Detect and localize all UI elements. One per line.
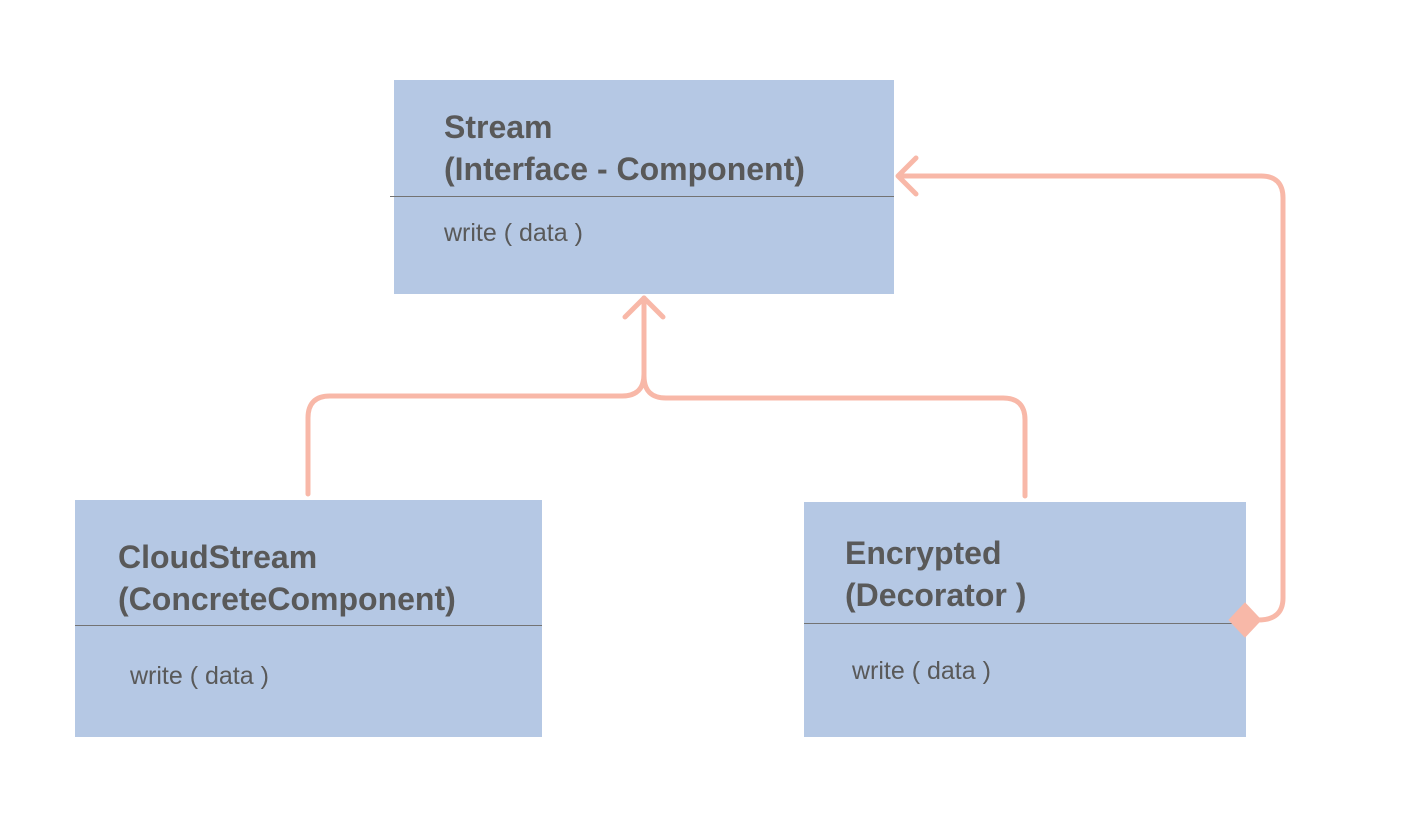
cloudstream-box[interactable]: CloudStream (ConcreteComponent) write ( …: [75, 500, 542, 737]
aggregation-line[interactable]: [897, 173, 1286, 623]
stream-divider: [390, 196, 894, 197]
encrypted-method: write ( data ): [852, 657, 991, 685]
encrypted-title: Encrypted (Decorator ): [845, 532, 1026, 616]
encrypted-inheritance-line[interactable]: [641, 373, 1028, 499]
cloudstream-title-line1: CloudStream: [118, 539, 318, 575]
stream-title-line2: (Interface - Component): [444, 151, 805, 187]
aggregation-diamond-icon: [1228, 602, 1262, 638]
stream-method: write ( data ): [444, 219, 583, 247]
cloudstream-title-line2: (ConcreteComponent): [118, 581, 456, 617]
cloudstream-title: CloudStream (ConcreteComponent): [118, 536, 456, 620]
encrypted-divider: [804, 623, 1246, 624]
aggregation-arrowhead-icon: [895, 155, 919, 197]
stream-interface-box[interactable]: Stream (Interface - Component) write ( d…: [390, 80, 894, 294]
encrypted-title-line1: Encrypted: [845, 535, 1002, 571]
stream-title: Stream (Interface - Component): [444, 106, 805, 190]
encrypted-title-line2: (Decorator ): [845, 577, 1027, 613]
stream-title-line1: Stream: [444, 109, 553, 145]
encrypted-decorator-box[interactable]: Encrypted (Decorator ) write ( data ): [804, 502, 1246, 737]
cloudstream-method: write ( data ): [130, 662, 269, 690]
inheritance-arrowhead-icon: [622, 295, 666, 320]
cloudstream-divider: [75, 625, 542, 626]
